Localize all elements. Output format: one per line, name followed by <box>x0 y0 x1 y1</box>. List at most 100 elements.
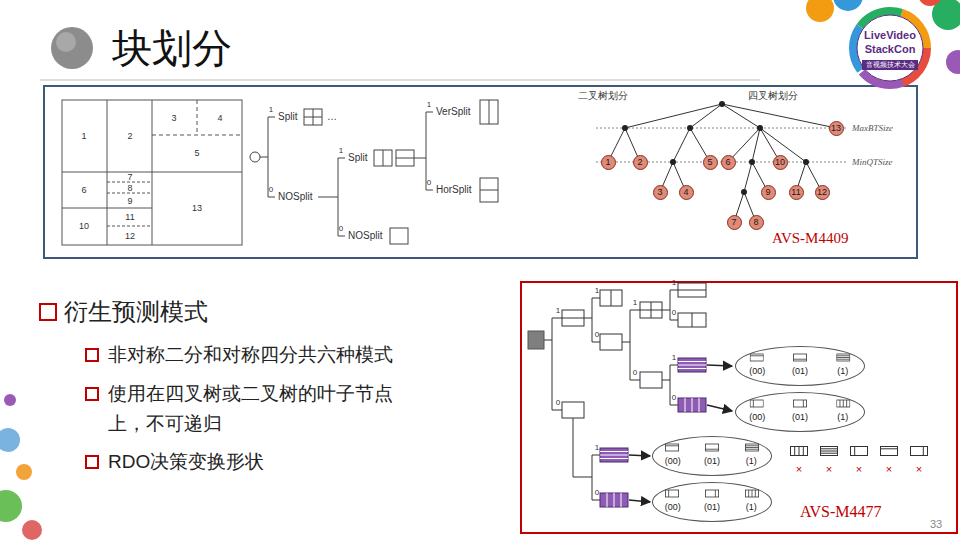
title-bullet <box>56 32 76 52</box>
split-flag-tree <box>318 158 345 236</box>
node-text: (01) <box>779 365 822 385</box>
qtbt-tree-branches <box>625 104 722 128</box>
branch-flag: 0 <box>595 488 599 498</box>
node-text: (1) <box>821 365 864 385</box>
mode-shape-icon <box>837 354 850 361</box>
branch-flag: 0 <box>269 185 273 195</box>
mode-oval: (00)(01)(1) <box>735 392 865 432</box>
depth-label: MaxBTSize <box>852 123 893 134</box>
purple-mode-box <box>607 493 621 507</box>
reject-mark: × <box>796 463 802 476</box>
ext-mode-tree <box>584 298 600 342</box>
ext-mode-tree <box>678 313 706 327</box>
decor-dots <box>0 428 20 452</box>
mode-oval: (00)(01)(1) <box>652 482 772 522</box>
qtbt-tree-branches <box>673 128 690 162</box>
node-text: 8 <box>753 218 758 227</box>
grid-number: 1 <box>81 131 86 142</box>
node-text: 13 <box>831 124 841 133</box>
ext-mode-tree <box>662 290 678 320</box>
node-text: 7 <box>731 218 736 227</box>
split-flag-tree <box>390 228 408 244</box>
node-text: (1) <box>732 455 771 475</box>
list-bullet <box>40 304 98 468</box>
node-text: 3 <box>657 188 662 197</box>
split-flag-tree <box>414 112 433 190</box>
purple-mode-box <box>678 358 706 372</box>
logo <box>853 11 927 85</box>
branch-flag: 0 <box>633 368 637 378</box>
mode-shape-icon <box>837 400 850 407</box>
grid-number: 8 <box>127 183 132 194</box>
node-text: 11 <box>791 188 800 197</box>
title-rule <box>40 80 760 81</box>
tree-inner-dot <box>687 125 693 131</box>
leaf-circle: 2 <box>633 155 648 170</box>
tree-heading: 二叉树划分 <box>578 90 628 102</box>
mode-shape-icon <box>745 444 758 451</box>
reject-mark: × <box>856 463 862 476</box>
title-bullet <box>51 27 93 69</box>
purple-mode-box <box>685 398 699 412</box>
mode-oval: (00)(01)(1) <box>652 436 772 476</box>
mode-shape-icon <box>750 400 763 407</box>
red-frame <box>521 282 957 533</box>
mode-arrow <box>707 405 732 411</box>
ext-mode-tree <box>678 290 706 291</box>
mode-arrow <box>707 365 732 366</box>
split-flag-tree <box>480 178 498 202</box>
ext-mode-tree <box>611 290 612 306</box>
tree-inner-dot <box>803 159 809 165</box>
logo <box>862 60 918 70</box>
ext-mode-tree <box>544 318 562 410</box>
ext-mode-tree <box>573 418 600 500</box>
purple-mode-box <box>600 493 628 507</box>
decor-dots <box>806 0 834 22</box>
grid-number: 13 <box>192 203 202 214</box>
decor-dots <box>833 0 863 11</box>
qtbt-tree-branches <box>722 104 836 128</box>
split-flag-tree <box>480 190 498 191</box>
leaf-circle: 1 <box>601 155 616 170</box>
quadtree-grid <box>62 100 242 245</box>
ext-mode-tree <box>640 302 662 318</box>
split-flag-tree <box>383 150 384 166</box>
rejected-shape <box>851 447 868 456</box>
split-label: Split <box>278 111 297 123</box>
ext-mode-tree <box>562 310 584 326</box>
bullet-item: 使用在四叉树或二叉树的叶子节点上，不可递归 <box>108 379 404 439</box>
ext-mode-tree <box>662 365 678 405</box>
logo <box>853 11 927 85</box>
branch-flag: 1 <box>556 306 560 316</box>
ext-mode-tree <box>600 290 622 306</box>
top-panel <box>44 86 917 258</box>
branch-flag: 0 <box>556 398 560 408</box>
branch-flag: 0 <box>672 393 676 403</box>
quadtree-grid <box>62 172 242 173</box>
mode-shape-icon <box>705 490 718 497</box>
tree-inner-dot <box>741 189 747 195</box>
mode-shape-icon <box>793 354 806 361</box>
node-text: 5 <box>707 158 712 167</box>
split-flag-tree <box>250 100 498 244</box>
source-tag: AVS-M4409 <box>772 229 848 247</box>
split-label: HorSplit <box>436 184 472 196</box>
tree-inner-dot <box>719 101 725 107</box>
quadtree-grid <box>197 100 198 135</box>
node-text: (01) <box>692 501 731 521</box>
leaf-circle: 5 <box>703 155 718 170</box>
top-panel <box>44 86 917 258</box>
qtbt-tree-branches <box>752 128 760 162</box>
ext-mode-tree <box>600 334 622 350</box>
leaf-circle: 7 <box>727 215 742 230</box>
depth-guides <box>596 128 846 162</box>
ext-mode-tree <box>678 283 706 297</box>
rejected-shape <box>911 447 928 456</box>
grid-number: 3 <box>171 113 176 124</box>
node-text: (00) <box>653 455 692 475</box>
ext-mode-tree <box>528 283 706 500</box>
node-text: 10 <box>775 158 785 167</box>
node-text: (01) <box>692 455 731 475</box>
quadtree-grid <box>152 135 242 136</box>
